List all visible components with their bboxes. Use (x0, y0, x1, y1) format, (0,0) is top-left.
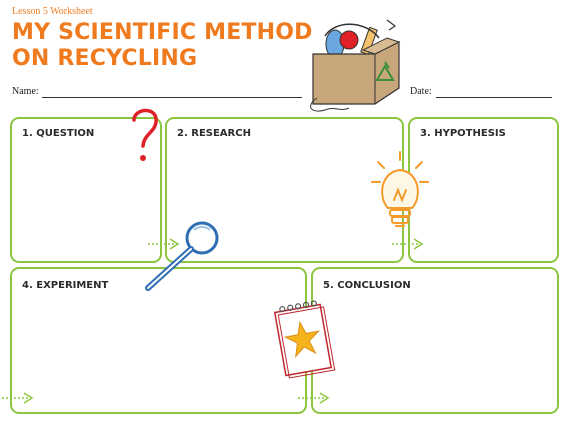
conclusion-box-label: 5. CONCLUSION (323, 280, 411, 291)
arrow-icon (148, 238, 180, 250)
lesson-label: Lesson 5 Worksheet (12, 6, 93, 17)
magnifying-glass-icon (145, 221, 219, 291)
wire-shape (324, 23, 380, 39)
research-box-label: 2. RESEARCH (177, 128, 251, 139)
conclusion-box[interactable]: 5. CONCLUSION (311, 267, 559, 414)
hypothesis-box-label: 3. HYPOTHESIS (420, 128, 506, 139)
name-field-line[interactable] (42, 97, 302, 98)
can-shape (339, 30, 359, 50)
arrow-icon (298, 392, 330, 404)
date-field-line[interactable] (436, 97, 552, 98)
hypothesis-box[interactable]: 3. HYPOTHESIS (408, 117, 559, 263)
cardboard-box-shape (312, 41, 400, 105)
arrow-icon (392, 238, 424, 250)
date-label: Date: (410, 86, 432, 97)
page-title-line-1: MY SCIENTIFIC METHOD (12, 20, 313, 45)
name-label: Name: (12, 86, 39, 97)
question-box-label: 1. QUESTION (22, 128, 95, 139)
paper-roll-shape (360, 26, 378, 56)
experiment-box-label: 4. EXPERIMENT (22, 280, 109, 291)
question-mark-icon (132, 108, 158, 161)
page-title-line-2: ON RECYCLING (12, 46, 198, 71)
lightbulb-icon (371, 151, 429, 227)
recycling-box-illustration (310, 19, 401, 112)
question-box[interactable]: 1. QUESTION (10, 117, 162, 263)
recycle-icon (375, 61, 395, 81)
notepad-star-icon (273, 300, 336, 379)
arrow-icon (2, 392, 34, 404)
